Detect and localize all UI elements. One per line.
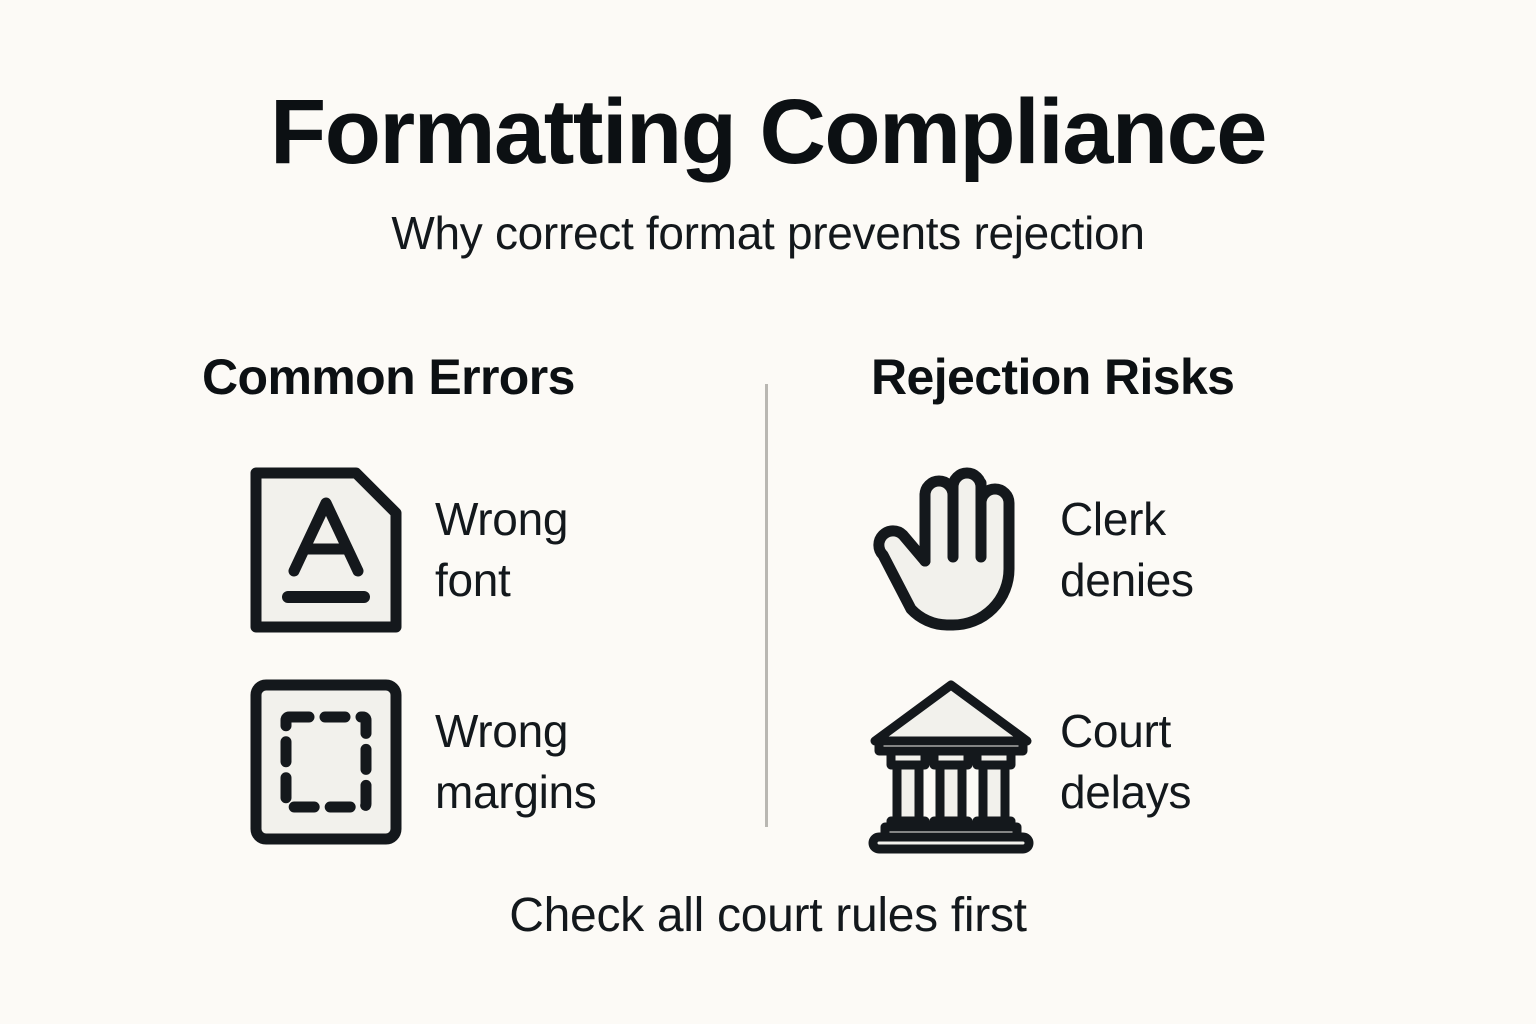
list-item-label: Wrong font: [435, 492, 569, 606]
list-item-label: Wrong margins: [435, 704, 597, 818]
header: Formatting Compliance Why correct format…: [0, 86, 1536, 256]
page-subtitle: Why correct format prevents rejection: [391, 207, 1145, 259]
column-heading-rejection-risks: Rejection Risks: [871, 349, 1235, 405]
list-item[interactable]: Wrong font: [238, 460, 898, 640]
list-item[interactable]: Clerk denies: [863, 460, 1523, 640]
column-heading-common-errors: Common Errors: [202, 349, 575, 405]
document-letter-a-icon: [238, 461, 413, 639]
list-item-label: Clerk denies: [1060, 492, 1194, 606]
list-item[interactable]: Wrong margins: [238, 672, 898, 852]
column-rejection-risks: Rejection Risks Clerk denies: [845, 349, 1505, 854]
footer-note: Check all court rules first: [509, 889, 1027, 942]
page-title: Formatting Compliance: [270, 81, 1267, 183]
margins-dashed-rectangle-icon: [238, 673, 413, 851]
list-item[interactable]: Court delays: [863, 669, 1523, 855]
rejection-risks-list: Clerk denies: [863, 460, 1523, 884]
raised-hand-stop-icon: [863, 457, 1038, 643]
column-divider: [765, 384, 768, 827]
columns-container: Common Errors Wrong font: [0, 349, 1536, 854]
courthouse-columns-icon: [863, 669, 1038, 855]
list-item-label: Court delays: [1060, 704, 1192, 818]
column-common-errors: Common Errors Wrong font: [180, 349, 840, 845]
common-errors-list: Wrong font Wrong margins: [238, 460, 898, 884]
